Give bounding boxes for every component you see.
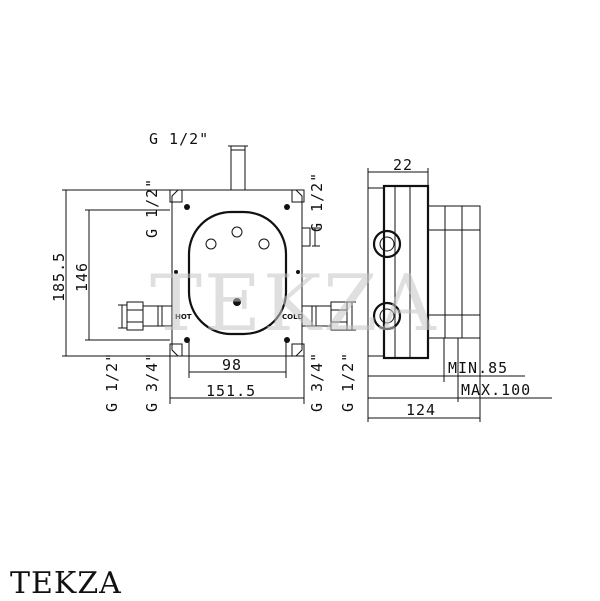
lower-port (372, 301, 402, 331)
right-fitting (301, 301, 348, 331)
plate-hole (258, 238, 270, 250)
cold-label: COLD (282, 313, 304, 321)
side-depth-label: 22 (393, 156, 413, 174)
side-dot (296, 270, 300, 274)
inner-plate (187, 210, 288, 336)
max-depth-label: MAX.100 (461, 381, 531, 399)
brand-logo: TEKZA (10, 566, 122, 601)
left-fitting (126, 301, 173, 331)
center-hole (233, 298, 241, 306)
center-width: 98 (222, 356, 242, 374)
upper-port (372, 229, 402, 259)
upper-port-inner (379, 236, 395, 252)
plate-hole (205, 238, 217, 250)
right-thread-1: G 3/4" (308, 352, 326, 412)
total-depth-label: 124 (406, 401, 436, 419)
left-thread-1: G 1/2" (103, 352, 121, 412)
front-dimensions (62, 145, 356, 404)
mounting-hole (284, 204, 290, 210)
left-inner-height: 146 (73, 262, 91, 292)
plate-hole (231, 226, 243, 238)
hot-label: HOT (175, 313, 192, 321)
side-box (427, 205, 481, 339)
side-view (367, 184, 481, 360)
corner-tab (169, 189, 183, 203)
top-inlet-pipe (230, 149, 246, 191)
left-upper-thread: G 1/2" (143, 178, 161, 238)
min-depth-label: MIN.85 (448, 359, 508, 377)
body-width: 151.5 (206, 382, 256, 400)
corner-tab (291, 343, 305, 357)
watermark: TEKZA (150, 259, 438, 349)
top-inlet-label: G 1/2" (149, 130, 209, 148)
right-upper-stub (301, 227, 311, 247)
left-outer-height: 185.5 (50, 252, 68, 302)
lower-port-inner (379, 308, 395, 324)
left-thread-2: G 3/4" (143, 352, 161, 412)
side-dimensions (367, 168, 552, 422)
corner-tab (291, 189, 305, 203)
side-dot (174, 270, 178, 274)
right-thread-top: G 1/2" (308, 172, 326, 232)
corner-tab (169, 343, 183, 357)
mounting-hole (184, 204, 190, 210)
right-thread-2: G 1/2" (339, 352, 357, 412)
